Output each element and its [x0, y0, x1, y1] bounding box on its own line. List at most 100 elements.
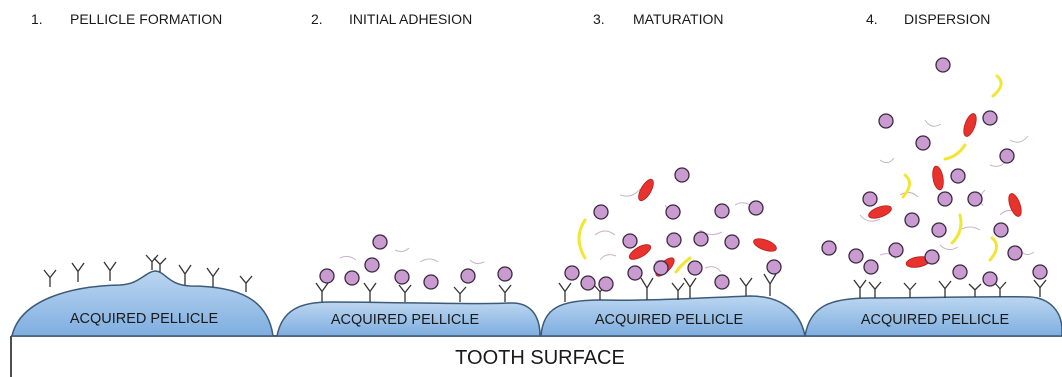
- coccus-bacterium: [925, 250, 939, 264]
- coccus-bacterium: [953, 265, 967, 279]
- matrix-thread: [705, 267, 721, 272]
- coccus-bacterium: [688, 261, 702, 275]
- matrix-thread: [960, 227, 980, 230]
- matrix-thread: [880, 158, 894, 163]
- yellow-filament: [579, 220, 585, 258]
- coccus-bacterium: [654, 261, 668, 275]
- coccus-bacterium: [725, 235, 739, 249]
- coccus-bacterium: [694, 232, 708, 246]
- coccus-bacterium: [936, 58, 950, 72]
- receptor-icon: [672, 283, 684, 300]
- receptor-icon: [559, 283, 571, 302]
- receptor-icon: [939, 281, 951, 298]
- receptor-icon: [364, 283, 376, 302]
- stage-1-number: 1.: [31, 11, 43, 27]
- pellicle-label-2: ACQUIRED PELLICLE: [331, 312, 480, 328]
- pellicle-label-1: ACQUIRED PELLICLE: [70, 311, 219, 327]
- coccus-bacterium: [968, 192, 982, 206]
- coccus-bacterium: [461, 269, 475, 283]
- coccus-bacterium: [983, 111, 997, 125]
- coccus-bacterium: [395, 270, 409, 284]
- coccus-bacterium: [822, 241, 836, 255]
- coccus-bacterium: [320, 269, 334, 283]
- matrix-thread: [925, 120, 941, 126]
- matrix-thread: [340, 256, 356, 260]
- tooth-surface-label: TOOTH SURFACE: [455, 347, 625, 369]
- coccus-bacterium: [767, 260, 781, 274]
- receptor-icon: [969, 284, 981, 297]
- red-rod-bacterium: [931, 165, 945, 190]
- coccus-bacterium: [938, 192, 952, 206]
- coccus-bacterium: [1000, 149, 1014, 163]
- coccus-bacterium: [1008, 246, 1022, 260]
- coccus-bacterium: [365, 258, 379, 272]
- coccus-bacterium: [628, 266, 642, 280]
- coccus-bacterium: [905, 213, 919, 227]
- coccus-bacterium: [424, 275, 438, 289]
- red-rod-bacterium: [752, 236, 778, 254]
- receptor-icon: [207, 268, 219, 287]
- matrix-thread: [395, 248, 409, 252]
- coccus-bacterium: [715, 275, 729, 289]
- receptor-icon: [764, 274, 776, 296]
- receptor-icon: [44, 270, 56, 287]
- stage-1-title: PELLICLE FORMATION: [70, 11, 222, 27]
- coccus-bacterium: [749, 201, 763, 215]
- coccus-bacterium: [951, 169, 965, 183]
- matrix-thread: [595, 231, 615, 235]
- yellow-filament: [903, 175, 910, 197]
- coccus-bacterium: [983, 272, 997, 286]
- stage-3-number: 3.: [593, 11, 605, 27]
- matrix-thread: [600, 255, 616, 260]
- coccus-bacterium: [994, 223, 1008, 237]
- pellicle-layer: ACQUIRED PELLICLE ACQUIRED PELLICLE ACQU…: [12, 271, 1062, 336]
- matrix-thread: [470, 260, 484, 264]
- stage-3-title: MATURATION: [633, 11, 723, 27]
- yellow-filament: [990, 238, 997, 260]
- coccus-bacterium: [623, 234, 637, 248]
- receptor-icon: [72, 263, 84, 282]
- matrix-thread: [620, 189, 640, 196]
- coccus-bacterium: [715, 204, 729, 218]
- coccus-bacterium: [599, 277, 613, 291]
- tooth-surface: TOOTH SURFACE: [11, 336, 1062, 377]
- stage-titles: 1. PELLICLE FORMATION 2. INITIAL ADHESIO…: [31, 11, 990, 27]
- coccus-bacterium: [879, 114, 893, 128]
- receptor-icon: [641, 278, 653, 300]
- receptor-icon: [454, 287, 466, 302]
- coccus-bacterium: [594, 205, 608, 219]
- coccus-bacterium: [675, 168, 689, 182]
- coccus-bacterium: [666, 205, 680, 219]
- receptor-icon: [740, 278, 752, 296]
- pellicle-label-3: ACQUIRED PELLICLE: [595, 312, 744, 328]
- yellow-filament: [993, 76, 1001, 96]
- receptor-icon: [154, 258, 166, 272]
- coccus-bacterium: [373, 235, 387, 249]
- coccus-bacterium: [916, 136, 930, 150]
- yellow-filament: [945, 145, 965, 159]
- coccus-bacterium: [889, 243, 903, 257]
- receptor-icon: [104, 262, 116, 281]
- receptor-icon: [1034, 280, 1046, 297]
- receptor-icon: [684, 278, 696, 298]
- receptor-icon: [994, 282, 1006, 297]
- yellow-filament: [952, 215, 961, 243]
- coccus-bacterium: [565, 266, 579, 280]
- receptor-icon: [904, 283, 916, 298]
- stage-4-title: DISPERSION: [904, 11, 990, 27]
- stage-4-number: 4.: [866, 11, 878, 27]
- coccus-bacterium: [345, 271, 359, 285]
- pellicle-label-4: ACQUIRED PELLICLE: [861, 312, 1010, 328]
- coccus-bacterium: [932, 223, 946, 237]
- receptor-icon: [499, 285, 511, 302]
- coccus-bacterium: [498, 267, 512, 281]
- coccus-bacterium: [1033, 265, 1047, 279]
- red-rod-bacterium: [1006, 192, 1024, 218]
- receptor-icon: [854, 280, 866, 298]
- coccus-bacterium: [849, 249, 863, 263]
- stage-2-number: 2.: [311, 11, 323, 27]
- coccus-bacterium: [667, 233, 681, 247]
- receptor-icon: [869, 282, 881, 298]
- receptor-icon: [146, 255, 158, 270]
